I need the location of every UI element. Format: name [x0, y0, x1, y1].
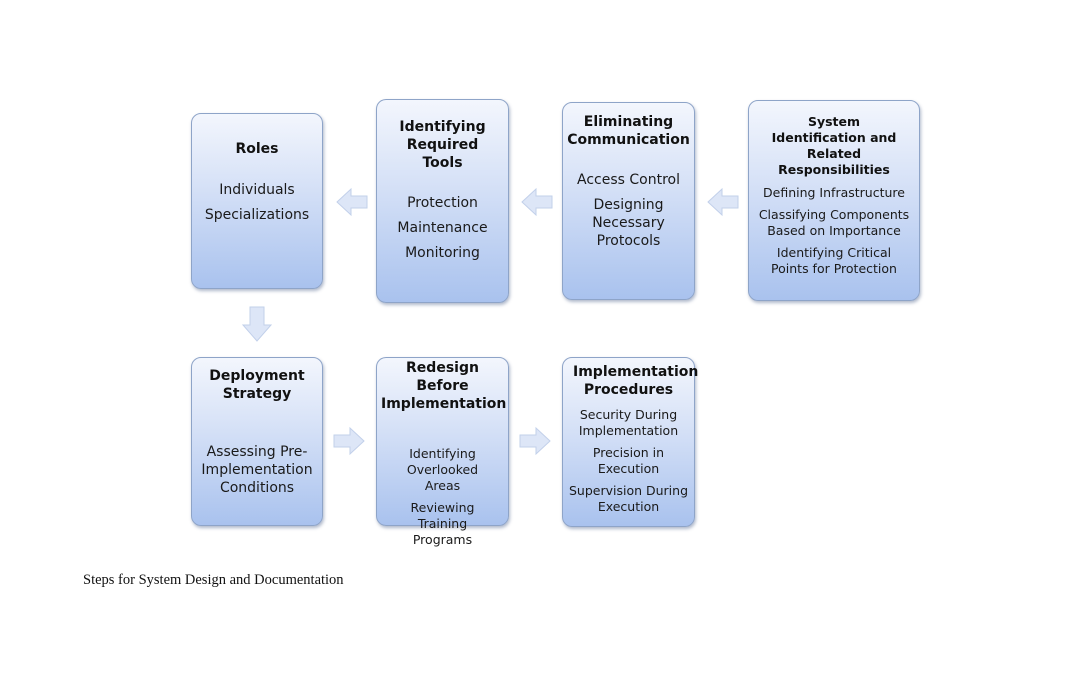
- step-redesign-title: Redesign Before Implementation: [381, 360, 507, 412]
- step-procedures-item-1: Security During Implementation: [578, 407, 679, 438]
- step-roles: Roles Individuals Specializations: [191, 113, 323, 289]
- step-system-identification: System Identification and Related Respon…: [748, 100, 920, 301]
- step-roles-title: Roles: [235, 141, 279, 157]
- step-deployment-strategy: Deployment Strategy Assessing Pre-Implem…: [191, 357, 323, 526]
- step-tools-item-2: Maintenance: [397, 220, 488, 236]
- right-arrow-icon: [519, 426, 551, 456]
- step-communication-item-1: Access Control: [577, 172, 680, 188]
- step-roles-item-2: Specializations: [204, 207, 310, 223]
- step-communication-item-2: Designing Necessary Protocols: [592, 197, 665, 249]
- step-system-title: System Identification and Related Respon…: [771, 114, 897, 177]
- step-deployment-item-1: Assessing Pre-Implementation Conditions: [201, 444, 313, 496]
- step-communication-title: Eliminating Communication: [567, 114, 690, 148]
- step-system-item-1: Defining Infrastructure: [763, 185, 905, 200]
- step-procedures-item-2: Precision in Execution: [592, 445, 665, 476]
- left-arrow-icon: [336, 187, 368, 217]
- left-arrow-icon: [521, 187, 553, 217]
- figure-caption: Steps for System Design and Documentatio…: [83, 572, 344, 588]
- down-arrow-icon: [241, 306, 273, 342]
- right-arrow-icon: [333, 426, 365, 456]
- step-identifying-required-tools: Identifying Required Tools Protection Ma…: [376, 99, 509, 303]
- step-eliminating-communication: Eliminating Communication Access Control…: [562, 102, 695, 300]
- step-deployment-title: Deployment Strategy: [209, 368, 305, 402]
- step-procedures-title: Implementation Procedures: [573, 364, 699, 398]
- step-redesign-item-1: Identifying Overlooked Areas: [406, 446, 479, 493]
- step-procedures-item-3: Supervision During Execution: [568, 483, 689, 514]
- left-arrow-icon: [707, 187, 739, 217]
- step-implementation-procedures: Implementation Procedures Security Durin…: [562, 357, 699, 527]
- step-redesign-item-2: Reviewing Training Programs: [410, 500, 475, 547]
- step-system-item-3: Identifying Critical Points for Protecti…: [771, 245, 897, 276]
- step-roles-item-1: Individuals: [219, 182, 295, 198]
- step-tools-item-1: Protection: [407, 195, 478, 211]
- step-tools-item-3: Monitoring: [405, 245, 480, 261]
- step-tools-title: Identifying Required Tools: [399, 119, 486, 171]
- step-system-item-2: Classifying Components Based on Importan…: [758, 207, 910, 238]
- step-redesign-before-implementation: Redesign Before Implementation Identifyi…: [376, 357, 509, 547]
